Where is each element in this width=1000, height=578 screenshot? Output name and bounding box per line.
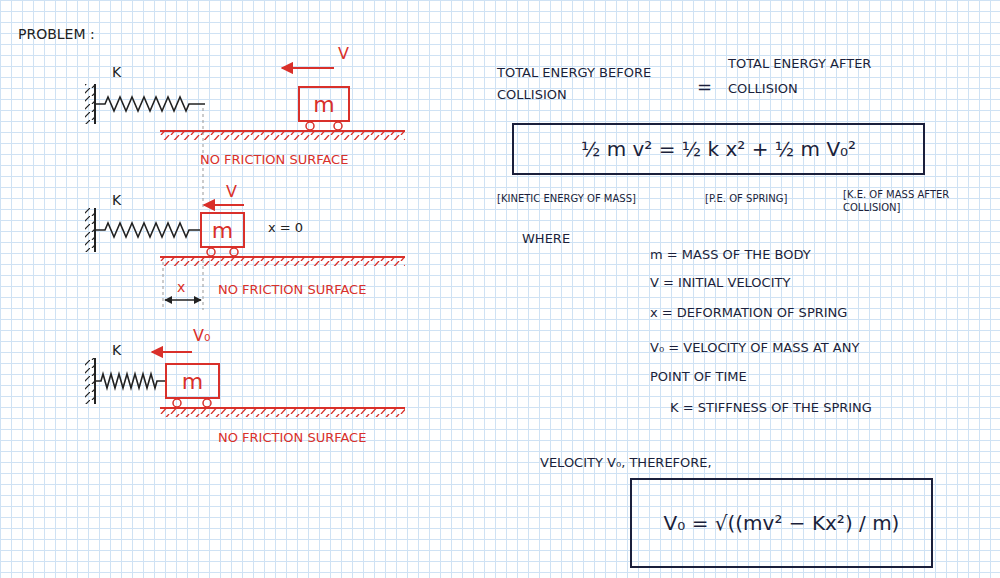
surface-label: NO FRICTION SURFACE xyxy=(218,430,366,446)
node-text: ½ m v² = ½ k x² + ½ m V₀² xyxy=(581,137,856,161)
spring-label: K xyxy=(112,64,121,82)
velocity-arrow xyxy=(282,67,334,69)
wheels xyxy=(173,399,211,407)
velocity-arrow xyxy=(152,351,192,353)
surface xyxy=(160,257,405,266)
mass-block: m xyxy=(165,363,220,399)
equation-box: ½ m v² = ½ k x² + ½ m V₀² xyxy=(512,123,925,175)
spring-label: K xyxy=(112,192,121,210)
definition: K = STIFFNESS OF THE SPRING xyxy=(670,398,905,418)
surface xyxy=(160,131,405,140)
surface-label: NO FRICTION SURFACE xyxy=(200,152,348,168)
definition: m = MASS OF THE BODY xyxy=(650,247,811,263)
heading: PROBLEM : xyxy=(18,26,95,44)
node-text: m xyxy=(182,369,203,394)
mass-block: m xyxy=(200,212,245,248)
wall xyxy=(85,358,95,404)
reference-line xyxy=(163,108,203,310)
velocity-label: V₀ xyxy=(193,326,210,346)
spring xyxy=(95,223,200,237)
term-note: [P.E. OF SPRING] xyxy=(705,193,787,206)
energy-heading: TOTAL ENERGY AFTER COLLISION xyxy=(728,52,888,101)
spring-label: K xyxy=(112,342,121,360)
node-text: m xyxy=(212,218,233,243)
energy-heading: TOTAL ENERGY BEFORE COLLISION xyxy=(497,62,657,106)
wall xyxy=(85,208,95,252)
velocity-label: V xyxy=(338,44,349,64)
dimension-arrow xyxy=(165,299,201,300)
wheels xyxy=(306,122,342,130)
velocity-arrow xyxy=(204,204,244,206)
definition: V₀ = VELOCITY OF MASS AT ANY POINT OF TI… xyxy=(650,334,865,391)
position-label: x = 0 xyxy=(268,220,303,236)
note: VELOCITY V₀, THEREFORE, xyxy=(540,455,712,471)
node-text: m xyxy=(313,92,334,117)
surface-label: NO FRICTION SURFACE xyxy=(218,282,366,298)
term-note: [KINETIC ENERGY OF MASS] xyxy=(497,193,636,206)
wall xyxy=(85,84,95,124)
spring xyxy=(95,374,165,388)
result-box: V₀ = √((mv² − Kx²) / m) xyxy=(630,478,933,568)
velocity-label: V xyxy=(226,182,237,202)
spring xyxy=(95,97,205,111)
term-note: [K.E. OF MASS AFTER COLLISION] xyxy=(843,188,971,214)
definition: V = INITIAL VELOCITY xyxy=(650,275,790,291)
wheels xyxy=(207,248,238,256)
equals-sign: = xyxy=(697,76,712,99)
definition: x = DEFORMATION OF SPRING xyxy=(650,305,847,321)
surface xyxy=(160,408,405,417)
where-label: WHERE xyxy=(522,231,570,247)
mass-block: m xyxy=(298,86,350,122)
node-text: V₀ = √((mv² − Kx²) / m) xyxy=(664,511,900,535)
dimension-label: x xyxy=(177,279,185,297)
